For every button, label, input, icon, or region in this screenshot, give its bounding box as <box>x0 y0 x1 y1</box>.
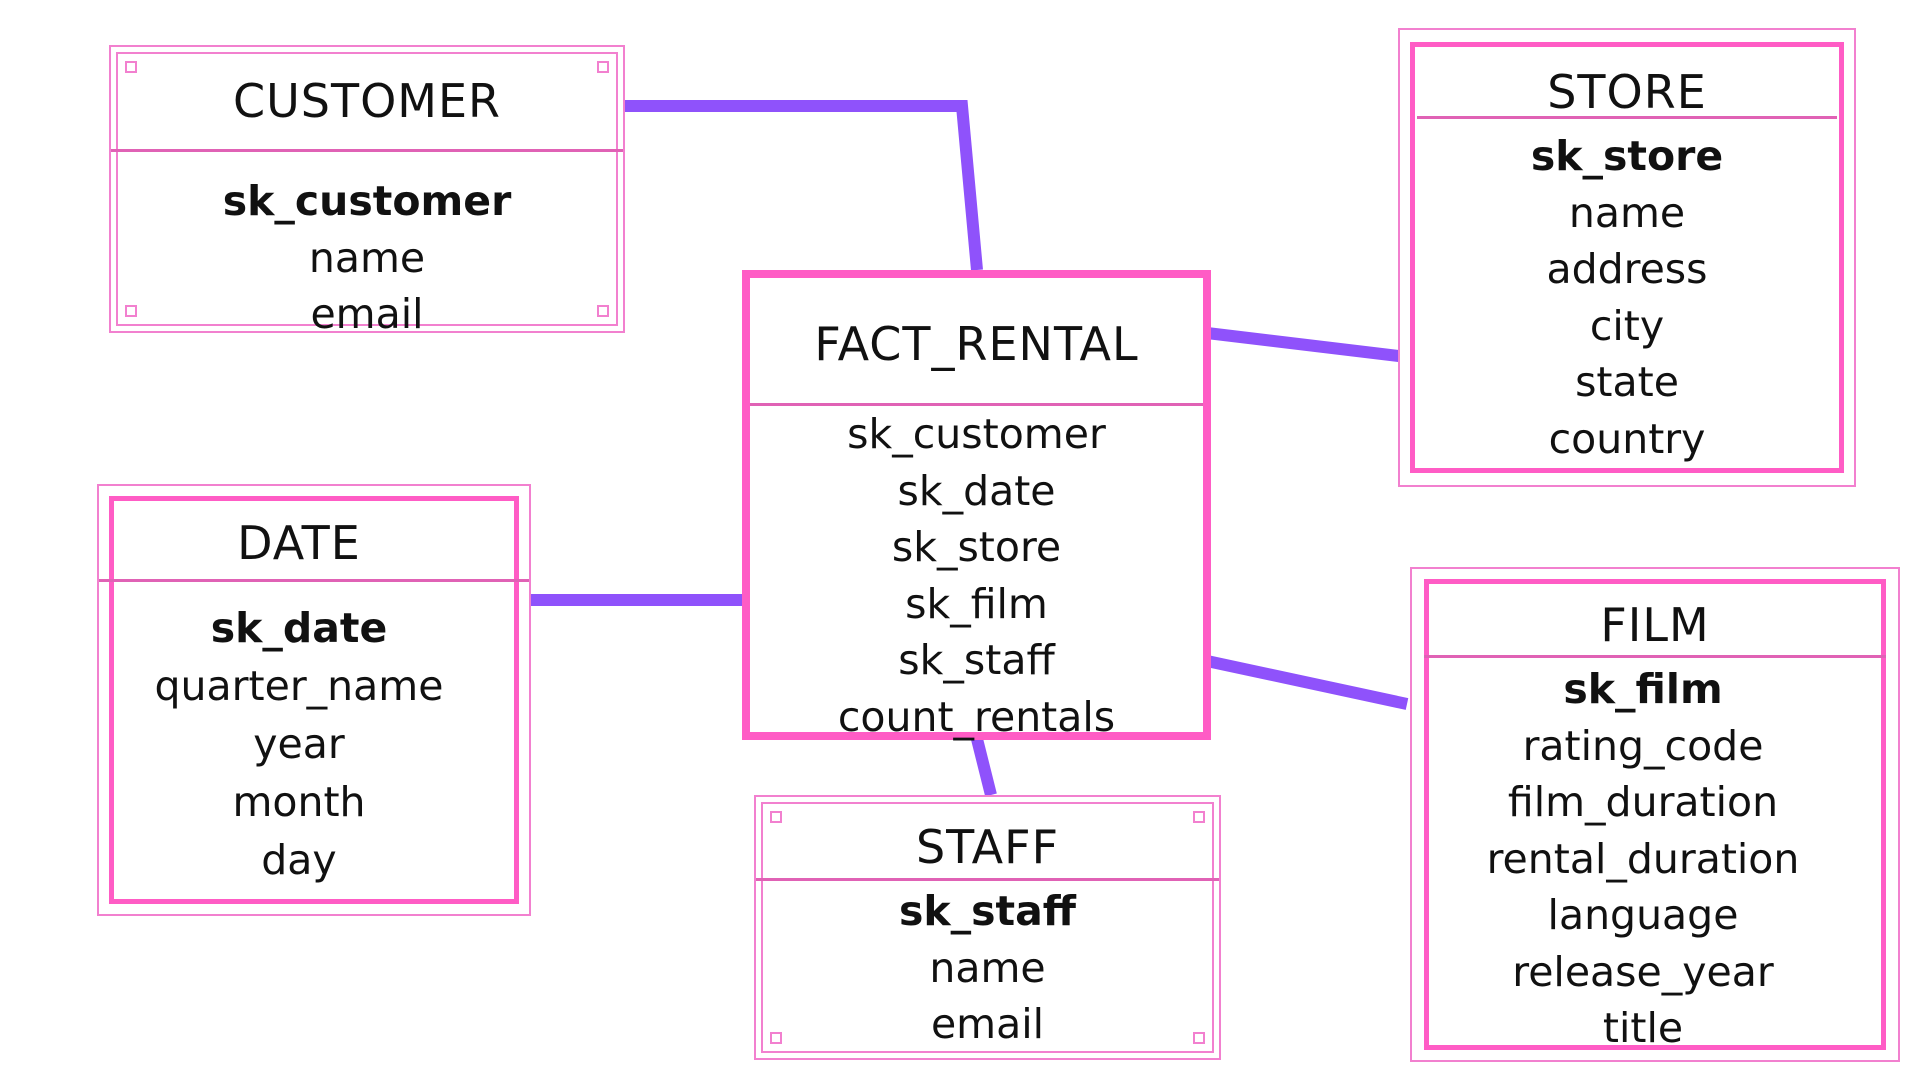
entity-staff[interactable]: STAFF sk_staff name email <box>754 795 1221 1060</box>
entity-title: DATE <box>237 516 361 570</box>
entity-title: FILM <box>1600 598 1710 652</box>
field: name <box>1568 188 1686 237</box>
field: day <box>261 836 337 884</box>
corner-ornament <box>597 61 609 73</box>
field: city <box>1589 301 1665 350</box>
field: year <box>253 720 345 768</box>
title-divider <box>99 579 529 582</box>
corner-ornament <box>770 811 782 823</box>
field: quarter_name <box>154 662 444 710</box>
field: title <box>1602 1004 1684 1052</box>
field-list: sk_staff name email <box>756 883 1219 1053</box>
corner-ornament <box>125 305 137 317</box>
corner-ornament <box>770 1032 782 1044</box>
entity-title: CUSTOMER <box>232 74 501 128</box>
link-staff-fact <box>971 737 997 797</box>
link-store-fact <box>1206 327 1408 363</box>
field: email <box>930 1000 1045 1048</box>
primary-key-field: sk_date <box>210 604 388 652</box>
field: month <box>232 778 366 826</box>
field: address <box>1546 245 1708 293</box>
title-divider <box>756 878 1219 881</box>
field: sk_date <box>897 466 1056 515</box>
primary-key-field: sk_staff <box>898 887 1077 935</box>
field: sk_staff <box>898 636 1055 684</box>
field: sk_store <box>891 523 1062 571</box>
field: language <box>1547 891 1739 939</box>
field: name <box>308 233 426 282</box>
entity-title: STAFF <box>915 820 1060 874</box>
title-divider <box>1417 116 1837 119</box>
entity-title: FACT_RENTAL <box>814 317 1139 371</box>
entity-fact-rental[interactable]: FACT_RENTAL sk_customer sk_date sk_store… <box>742 270 1211 741</box>
entity-title: STORE <box>1547 65 1707 119</box>
entity-film[interactable]: FILM sk_film rating_code film_duration r… <box>1410 567 1900 1062</box>
field: rental_duration <box>1486 834 1800 883</box>
field-list: sk_store name address city state country <box>1400 128 1854 467</box>
field: rating_code <box>1522 721 1764 770</box>
primary-key-field: sk_customer <box>222 177 512 225</box>
field: name <box>929 943 1046 992</box>
corner-ornament <box>597 305 609 317</box>
link-film-fact <box>1205 655 1409 710</box>
primary-key-field: sk_store <box>1530 132 1724 180</box>
primary-key-field: sk_film <box>1563 665 1723 713</box>
field: film_duration <box>1507 778 1779 826</box>
entity-store[interactable]: STORE sk_store name address city state c… <box>1398 28 1856 487</box>
title-divider <box>750 403 1203 406</box>
field-list: sk_film rating_code film_duration rental… <box>1412 661 1874 1057</box>
link-customer-fact <box>625 100 983 271</box>
corner-ornament <box>1193 811 1205 823</box>
field-list: sk_customer sk_date sk_store sk_film sk_… <box>750 406 1203 745</box>
field: release_year <box>1512 947 1774 996</box>
field: country <box>1548 414 1706 463</box>
field: sk_customer <box>847 410 1106 458</box>
entity-date[interactable]: DATE sk_date quarter_name year month day <box>97 484 531 916</box>
corner-ornament <box>1193 1032 1205 1044</box>
field-list: sk_customer name email <box>111 173 623 343</box>
title-divider <box>111 149 623 152</box>
field: count_rentals <box>837 692 1116 741</box>
field: sk_film <box>905 579 1048 628</box>
field: state <box>1575 358 1679 406</box>
field-list: sk_date quarter_name year month day <box>99 599 499 889</box>
entity-customer[interactable]: CUSTOMER sk_customer name email <box>109 45 625 338</box>
corner-ornament <box>125 61 137 73</box>
field: email <box>310 290 424 338</box>
title-divider <box>1424 655 1886 658</box>
